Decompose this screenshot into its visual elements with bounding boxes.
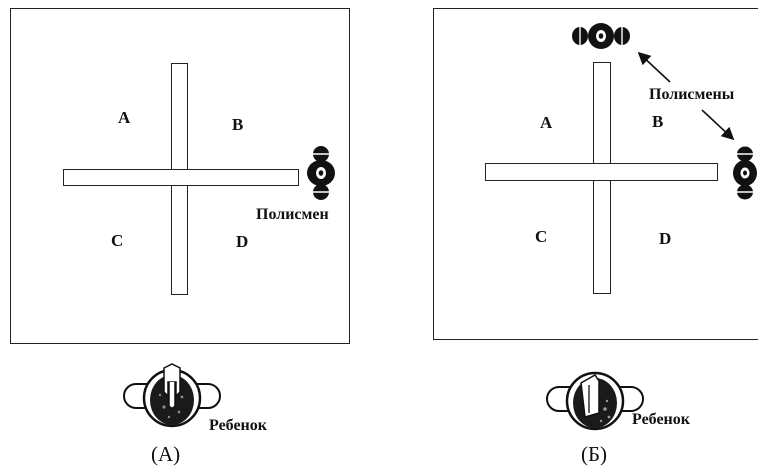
policeman-icon — [307, 146, 335, 200]
quadrant-d-label: D — [236, 232, 249, 251]
policemen-arrows — [637, 51, 735, 141]
caption-b: (Б) — [581, 442, 608, 466]
caption-a: (А) — [151, 442, 181, 466]
quadrant-c-label: C — [535, 227, 548, 246]
quadrant-b-label: B — [652, 112, 664, 131]
policemen-label: Полисмены — [649, 86, 735, 103]
arrow-to-right-policeman — [701, 109, 735, 141]
quadrant-a-label: A — [540, 113, 553, 132]
quadrant-b-label: B — [232, 115, 244, 134]
panel-b-box: A B C D — [433, 8, 758, 340]
policeman-icon — [572, 23, 630, 49]
child-icon — [546, 371, 644, 431]
policeman-icon — [733, 146, 757, 200]
quadrant-a-label: A — [118, 108, 131, 127]
child-label: Ребенок — [209, 417, 267, 434]
wall-center-mask — [172, 170, 187, 185]
wall-center-mask — [594, 164, 610, 180]
quadrant-d-label: D — [659, 229, 672, 248]
child-icon — [123, 363, 221, 428]
arrow-to-top-policeman — [637, 51, 671, 83]
panel-a-box: A B C D — [10, 8, 350, 344]
quadrant-c-label: C — [111, 231, 124, 250]
policeman-label: Полисмен — [256, 206, 329, 223]
child-label: Ребенок — [632, 411, 690, 428]
